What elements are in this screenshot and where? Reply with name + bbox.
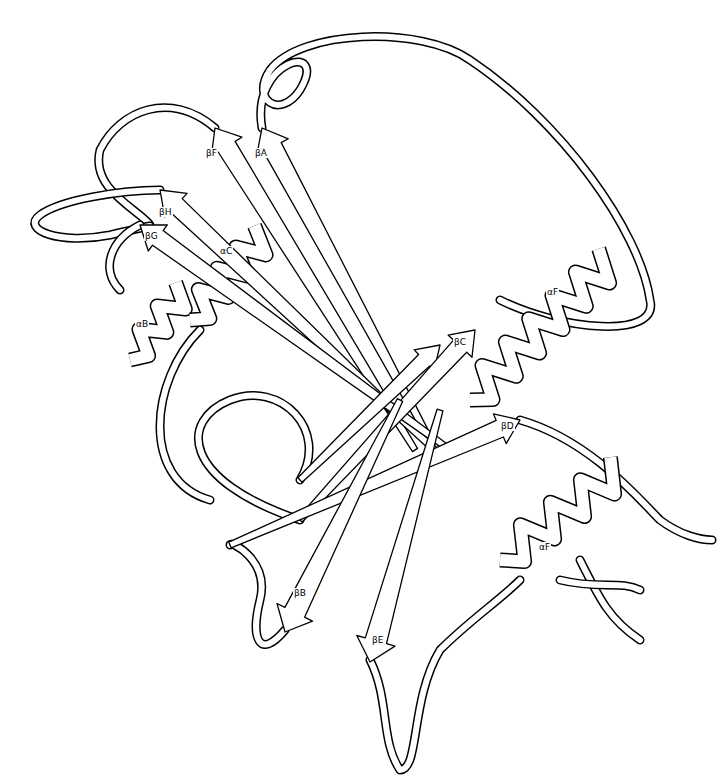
beta-strand [357, 409, 443, 662]
structure-label: βC [453, 337, 467, 347]
structure-label: αC [219, 246, 233, 256]
loop-ribbon [198, 395, 309, 520]
loop-ribbon [35, 190, 160, 238]
loop-outline [99, 108, 215, 225]
helix-outline [130, 283, 185, 360]
beta-strand [229, 414, 520, 548]
structure-label: βG [144, 231, 159, 241]
loop-outline [198, 395, 309, 520]
structure-label: βA [254, 148, 268, 158]
loop-ribbon [560, 580, 640, 590]
structure-label: αF [546, 287, 559, 297]
structure-label: βB [293, 588, 307, 598]
beta-strand [140, 225, 452, 453]
loop-outline [580, 560, 640, 640]
loop-outline [230, 544, 285, 644]
structure-label: βD [500, 421, 515, 431]
loop-ribbon [110, 225, 140, 290]
helix-outline [500, 457, 615, 561]
loop-ribbon [99, 108, 215, 225]
loop-outline [560, 580, 640, 590]
helix-ribbon [470, 249, 610, 400]
structure-label: βE [371, 635, 384, 645]
loop-outline [35, 190, 160, 238]
helix-ribbon [130, 283, 185, 360]
structure-label: αB [135, 319, 149, 329]
loop-ribbon [580, 560, 640, 640]
helix-outline [470, 249, 610, 400]
loop-outline [110, 225, 140, 290]
structure-label: βF [205, 148, 218, 158]
helix-ribbon [500, 457, 615, 561]
loop-ribbon [230, 544, 285, 644]
structure-label: αF [538, 542, 551, 552]
structure-label: βH [158, 207, 173, 217]
